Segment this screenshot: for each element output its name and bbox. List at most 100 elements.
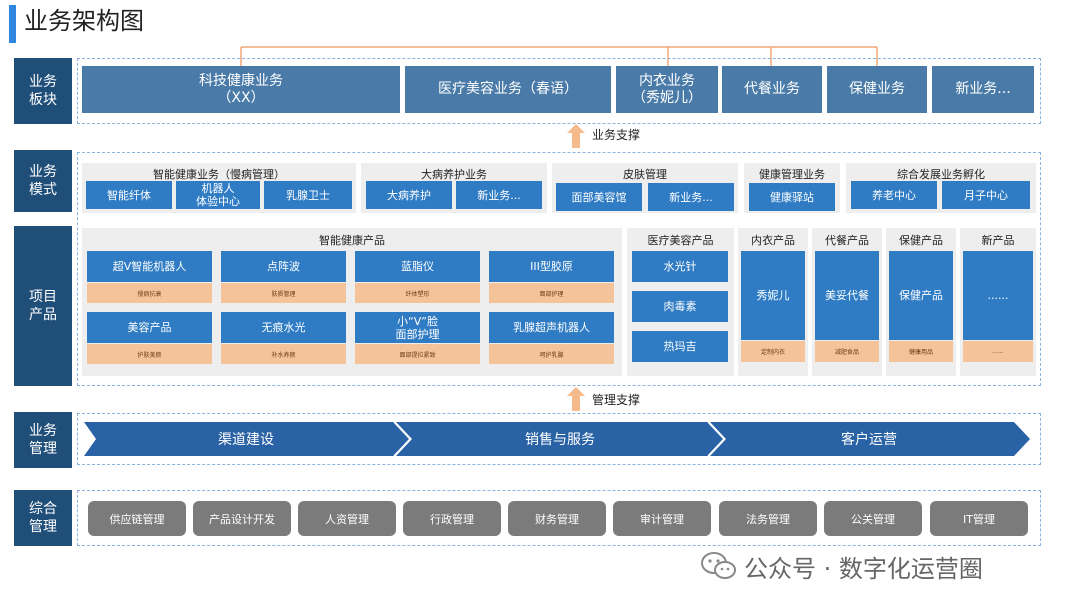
model-title: 大病养护业务 [421,168,487,181]
product-name: 保健产品 [899,289,943,302]
model-item-health-station: 健康驿站 [749,183,835,211]
segment-label: （秀妮儿） [632,89,702,106]
model-item-label: 体验中心 [196,195,240,208]
mgmt-audit: 审计管理 [613,501,711,536]
row-label-line: 管理 [29,519,57,535]
product-name: III型胶原 [530,260,573,273]
product-thermage: 热玛吉 [632,331,728,362]
mgmt-pr: 公关管理 [824,501,922,536]
mgmt-it: IT管理 [930,501,1028,536]
product-tag: 面部护理 [489,283,614,303]
segment-label: （XX） [217,89,265,106]
page-title: 业务架构图 [24,7,144,35]
segment-label: 内衣业务 [639,72,695,89]
row-label-line: 业务 [29,164,57,180]
mgmt-hr: 人资管理 [298,501,396,536]
product-name: 超V智能机器人 [112,260,187,273]
product-tag: 减肥食品 [815,341,879,362]
segment-label: 科技健康业务 [199,72,283,89]
product-name: 热玛吉 [663,340,697,353]
business-support-label: 业务支撑 [592,128,641,142]
product-ultrasound-robot: 乳腺超声机器人 [489,312,614,343]
product-xiunier: 秀妮儿 [741,251,805,340]
product-name: 面部护理 [395,327,440,341]
product-lattice-wave: 点阵波 [221,251,346,282]
row-label-products: 项目产品 [14,226,72,386]
row-label-line: 项目 [29,289,57,305]
product-name: 蓝脂仪 [401,260,434,273]
product-name: 水光针 [663,260,697,273]
product-name: 美妥代餐 [825,289,869,302]
mgmt-product-design: 产品设计开发 [193,501,291,536]
watermark-text: 公众号 · 数字化运营圈 [744,555,983,583]
smart-products-title: 智能健康产品 [319,234,385,247]
model-item-maternity-center: 月子中心 [942,181,1030,209]
product-tag: 肤质管理 [221,283,346,303]
product-name: 小“V”脸 [397,314,438,328]
model-item-label: 新业务... [477,188,521,202]
model-title: 智能健康业务（慢病管理） [153,168,285,181]
mgmt-finance: 财务管理 [508,501,606,536]
model-title: 综合发展业务孵化 [897,168,985,181]
segments-panel [77,58,1041,124]
model-item-label: 大病养护 [387,188,431,202]
business-management-panel [77,413,1041,465]
row-label-line: 管理 [29,441,57,457]
model-item-elderly-center: 养老中心 [851,181,937,209]
model-item-label: 养老中心 [872,188,916,202]
model-item-label: 面部美容馆 [571,190,627,204]
category-title: 新产品 [981,234,1015,247]
product-tag: 呵护乳腺 [489,344,614,364]
process-chevrons [84,422,1030,456]
segment-health-care: 保健业务 [827,66,927,113]
mgmt-legal: 法务管理 [719,501,817,536]
model-title: 皮肤管理 [623,168,667,181]
management-support-label: 管理支撑 [592,393,641,407]
category-title: 保健产品 [899,234,943,247]
row-label-management: 业务管理 [14,412,72,468]
product-name: 美容产品 [127,321,172,334]
medical-products-title: 医疗美容产品 [647,234,714,247]
up-arrow-icon [567,387,585,411]
product-name: 秀妮儿 [756,289,790,302]
product-tag: 面部提拉紧致 [355,344,480,364]
segment-label: 保健业务 [849,81,905,97]
model-item-label: 乳腺卫士 [286,188,330,202]
row-label-line: 产品 [29,307,57,323]
general-management-panel [77,490,1041,546]
row-label-line: 板块 [29,92,57,108]
product-health-items: 保健产品 [889,251,953,340]
category-title: 内衣产品 [751,234,795,247]
segment-underwear: 内衣业务（秀妮儿） [616,66,718,113]
product-collagen: III型胶原 [489,251,614,282]
segment-label: 代餐业务 [744,81,800,97]
process-step-sales: 销售与服务 [525,432,595,448]
product-name: ...... [987,289,1009,302]
mgmt-supply-chain: 供应链管理 [88,501,186,536]
product-robot: 超V智能机器人 [87,251,212,282]
segment-meal-replacement: 代餐业务 [722,66,822,113]
up-arrow-icon [567,124,585,148]
row-label-line: 业务 [29,74,57,90]
product-name: 点阵波 [267,260,300,273]
segment-label: 新业务... [955,81,1011,97]
model-item-label: 新业务... [669,190,713,204]
row-label-line: 综合 [29,501,57,517]
model-title: 健康管理业务 [759,168,825,181]
product-new: ...... [963,251,1033,340]
product-tag: 健康用品 [889,341,953,362]
product-tag: 纤体塑形 [355,283,480,303]
segment-label: 医疗美容业务（春语） [438,81,578,97]
product-tag: 定制内衣 [741,341,805,362]
process-step-customer: 客户运营 [841,432,897,448]
product-tag: 护肤美颜 [87,344,212,364]
product-tag: ...... [963,341,1033,362]
product-v-face: 小“V”脸面部护理 [355,312,480,343]
product-beauty: 美容产品 [87,312,212,343]
product-name: 无痕水光 [261,321,306,334]
product-hydra-light: 无痕水光 [221,312,346,343]
model-item-breast-guard: 乳腺卫士 [264,181,352,209]
segment-new: 新业务... [932,66,1034,113]
wechat-icon [701,552,736,579]
segment-medical-beauty: 医疗美容业务（春语） [405,66,611,113]
